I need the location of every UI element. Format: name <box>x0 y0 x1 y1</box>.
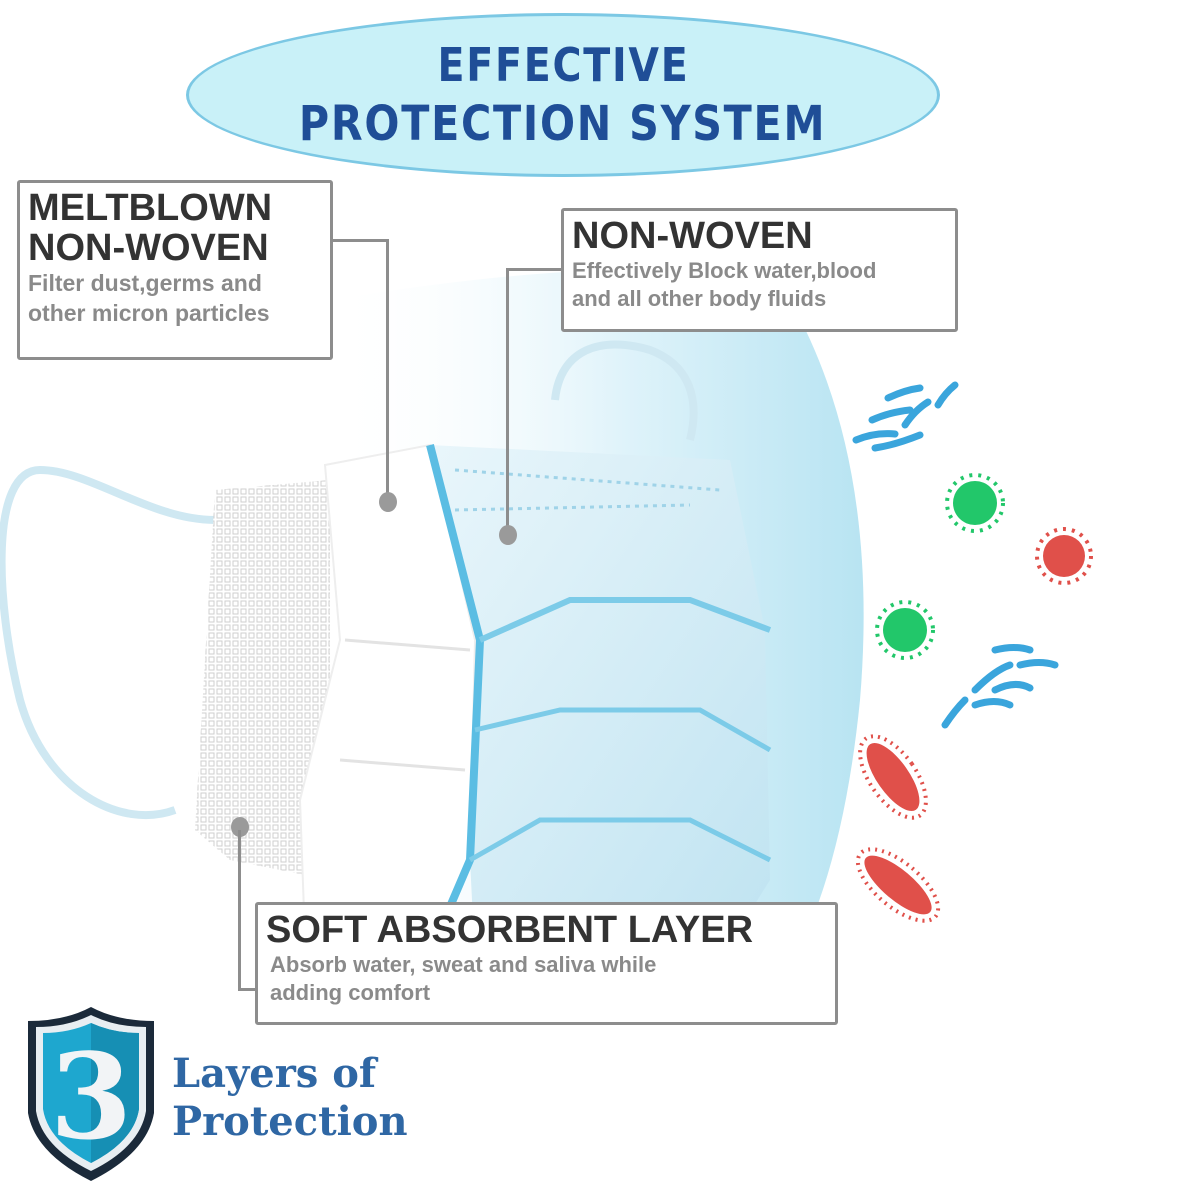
bacteria-blue-icon <box>852 381 959 452</box>
leader-line-meltblown <box>386 239 389 497</box>
label-nonwoven: NON-WOVEN Effectively Block water,blood … <box>561 208 958 332</box>
label-heading: MELTBLOWN <box>28 187 273 229</box>
label-meltblown-nonwoven: MELTBLOWN NON-WOVEN Filter dust,germs an… <box>17 180 333 360</box>
pointer-dot-soft-absorbent <box>231 817 249 837</box>
virus-red-icon <box>1035 527 1093 585</box>
bacteria-red-icon <box>858 734 928 820</box>
bacteria-blue-icon <box>941 644 1059 729</box>
badge-line-1: Layers of <box>172 1050 377 1097</box>
virus-green-icon <box>875 600 935 660</box>
title-line-2: PROTECTION SYSTEM <box>299 96 827 152</box>
label-heading: NON-WOVEN <box>28 226 269 269</box>
title-banner: EFFECTIVE PROTECTION SYSTEM <box>186 13 940 177</box>
label-soft-absorbent-layer: SOFT ABSORBENT LAYER Absorb water, sweat… <box>255 902 838 1025</box>
pointer-dot-meltblown <box>379 492 397 512</box>
label-description: Filter dust,germs and <box>28 269 262 296</box>
virus-green-icon <box>945 473 1005 533</box>
badge-caption: Layers of Protection <box>172 1050 408 1146</box>
badge-line-2: Protection <box>172 1098 408 1145</box>
badge-number: 3 <box>50 1027 132 1166</box>
shield-icon: 3 <box>22 1003 160 1185</box>
label-description: adding comfort <box>270 980 431 1006</box>
leader-line-soft-absorbent <box>238 830 241 990</box>
label-heading: NON-WOVEN <box>572 215 813 257</box>
label-heading: SOFT ABSORBENT LAYER <box>266 909 754 951</box>
leader-line-soft-absorbent <box>238 988 257 991</box>
title-line-1: EFFECTIVE <box>437 38 689 92</box>
leader-line-meltblown <box>333 239 388 242</box>
leader-line-nonwoven <box>506 268 563 271</box>
bacteria-red-icon <box>855 847 941 923</box>
pointer-dot-nonwoven <box>499 525 517 545</box>
label-description: other micron particles <box>28 299 270 326</box>
label-description: and all other body fluids <box>572 286 827 312</box>
leader-line-nonwoven <box>506 268 509 530</box>
label-description: Absorb water, sweat and saliva while <box>270 951 657 977</box>
label-description: Effectively Block water,blood <box>572 257 877 283</box>
